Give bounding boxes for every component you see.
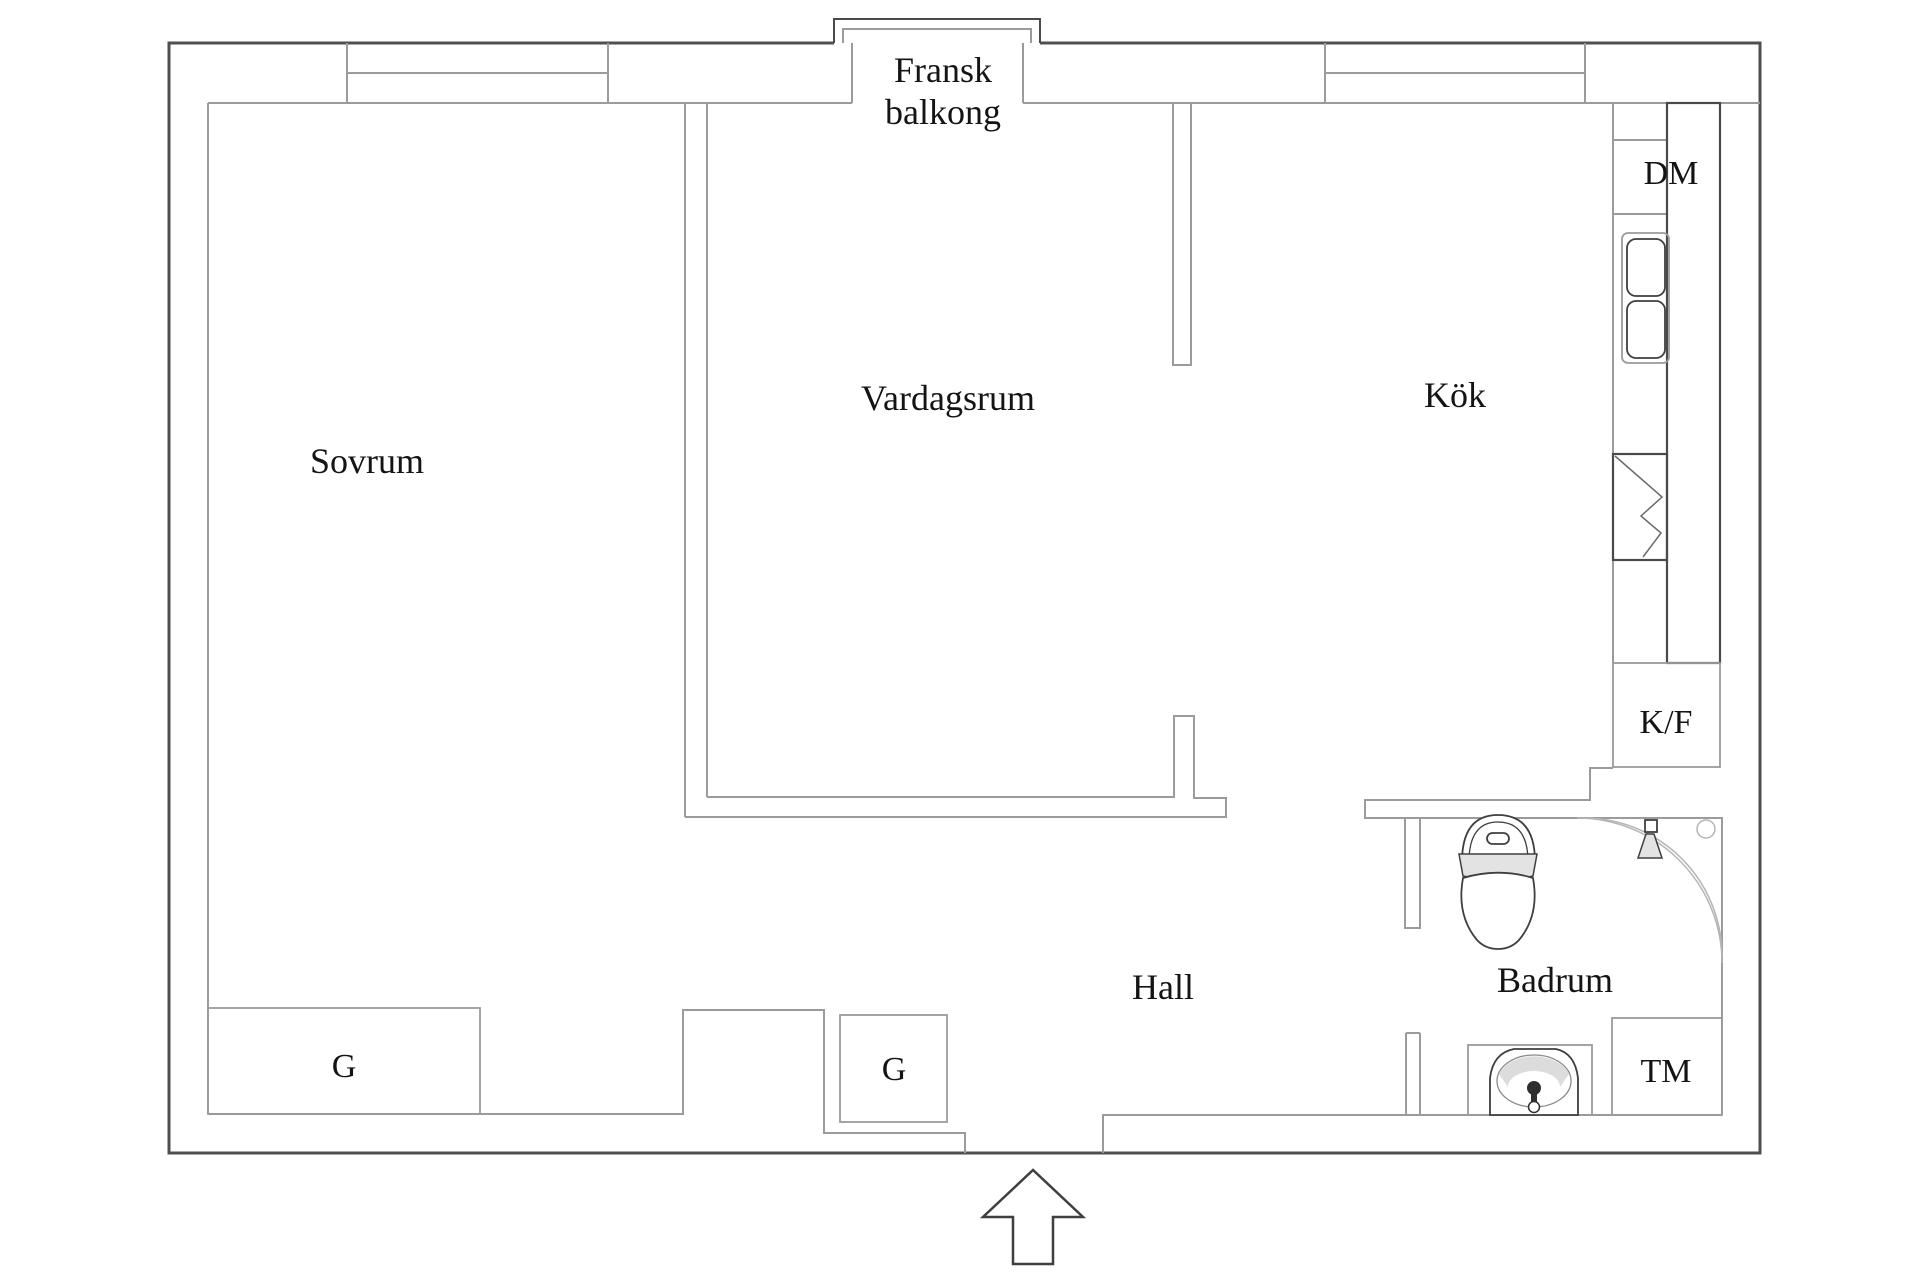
kitchen-counter-edge (1612, 103, 1667, 663)
label-fridge-freezer: K/F (1640, 704, 1693, 741)
balcony-label-line2: balkong (885, 92, 1001, 132)
balcony-outline (832, 17, 1042, 43)
wall-hall-badrum (1364, 767, 1723, 1115)
window-top-right (1324, 43, 1586, 103)
label-washing-machine: TM (1641, 1053, 1692, 1090)
shower-icon (1576, 817, 1723, 964)
room-label-kok: Kök (1424, 375, 1486, 415)
washing-machine-box (1611, 1017, 1723, 1116)
wall-vardagsrum-hall (685, 715, 1227, 818)
label-wardrobe-left: G (332, 1048, 357, 1085)
wardrobe-middle (839, 1014, 948, 1123)
label-wardrobe-middle: G (882, 1051, 907, 1088)
kitchen-sink-icon (1621, 232, 1670, 364)
washbasin-icon (1467, 1044, 1593, 1116)
fridge-freezer-box (1612, 662, 1721, 768)
wall-sovrum-vardagsrum (684, 103, 708, 817)
wardrobe-left (207, 1007, 481, 1115)
entrance-arrow-icon (979, 1168, 1087, 1266)
room-label-vardagsrum: Vardagsrum (861, 378, 1035, 418)
interior-walls (207, 28, 1760, 1153)
balcony-label-line1: Fransk (894, 50, 992, 90)
badrum-door-wall (1404, 818, 1421, 1115)
room-label-sovrum: Sovrum (310, 441, 424, 481)
balcony-door (842, 28, 1032, 103)
labels: Fransk balkong Sovrum Vardagsrum Kök Hal… (310, 50, 1698, 1090)
window-top-left (346, 43, 609, 103)
stove-icon (1611, 452, 1669, 562)
label-dishwasher: DM (1644, 155, 1699, 192)
room-label-badrum: Badrum (1497, 960, 1613, 1000)
wall-vardagsrum-kok (1172, 103, 1192, 366)
toilet-icon (1458, 814, 1538, 950)
room-label-hall: Hall (1132, 967, 1194, 1007)
